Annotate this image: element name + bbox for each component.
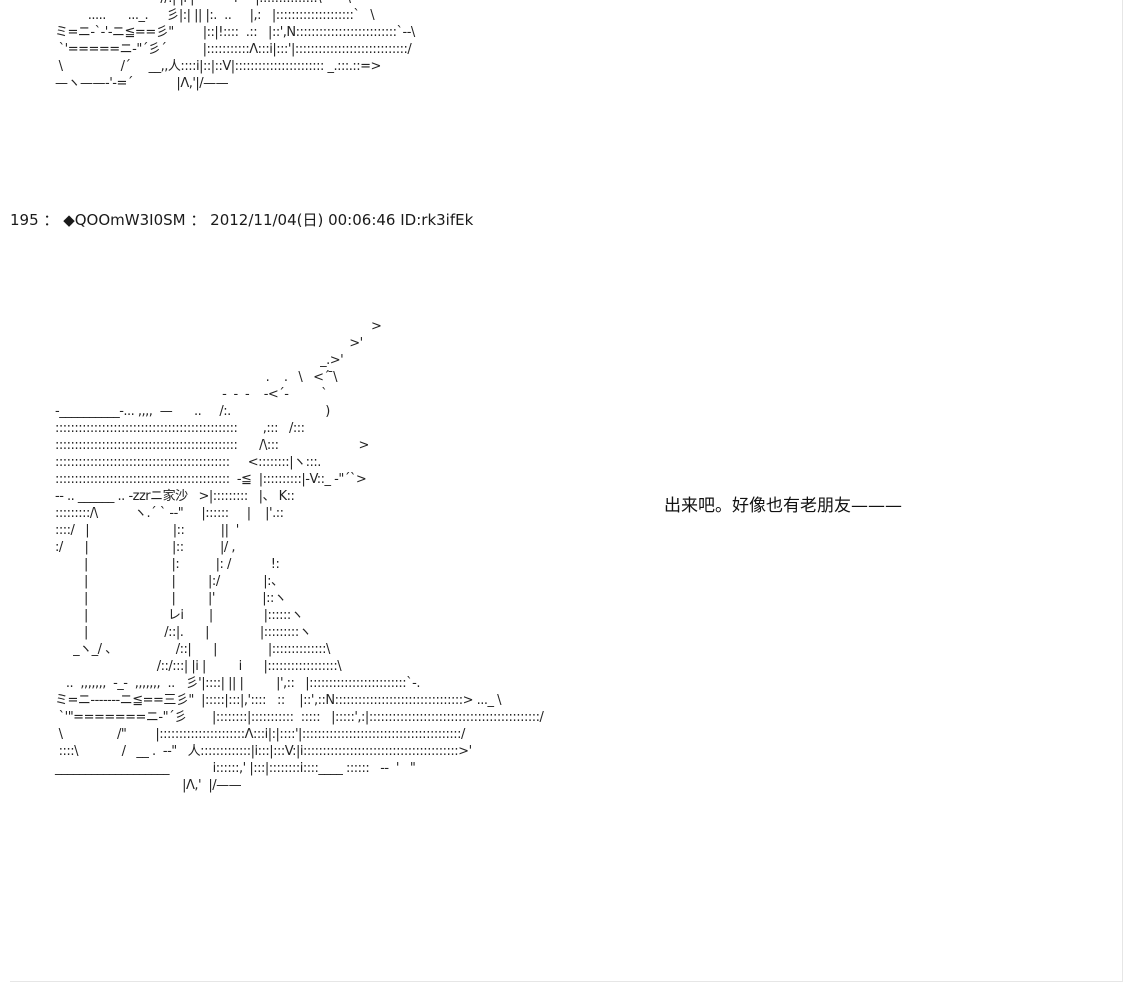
post-header: 195 ： ◆QOOmW3I0SM ： 2012/11/04(日) 00:06:… xyxy=(10,210,473,230)
ascii-art-line: :/ | |:: |/ , xyxy=(55,540,235,555)
ascii-art-line: -- .. ______ .. -zzrニ家沙 >|::::::::: |、 K… xyxy=(55,489,295,504)
ascii-art-line: >' xyxy=(55,336,363,351)
ascii-art-line: `'=====ニ-"´彡´ |:::::::::::Λ:::i|:::'|:::… xyxy=(55,42,412,57)
ascii-art-line: ::::::::::::::::::::::::::::::::::::::::… xyxy=(55,438,369,453)
ascii-art-line: | /::|. | |:::::::::ヽ xyxy=(55,625,312,640)
poster-name: ◆QOOmW3I0SM xyxy=(63,211,186,229)
ascii-art-line: //:| |i | i |:::::::::::::::\ \ xyxy=(55,0,351,6)
ascii-art-top: //:| |i | i |:::::::::::::::\ \ ..... ..… xyxy=(55,0,415,92)
ascii-art-line: .. ,,,,,,, -_- ,,,,,,, .. 彡'|::::| || | … xyxy=(55,676,421,691)
ascii-art-line: ..... ..._. 彡|:| || |:. .. |,: |::::::::… xyxy=(55,8,375,23)
ascii-art-line: | レi | |::::::ヽ xyxy=(55,608,304,623)
post-date: 2012/11/04(日) 00:06:46 xyxy=(210,211,396,229)
post-id: ID:rk3ifEk xyxy=(400,211,474,229)
ascii-art-line: > xyxy=(55,319,382,334)
ascii-art-line: ::::::::::::::::::::::::::::::::::::::::… xyxy=(55,455,321,470)
ascii-art-line: :::::::::/\ ヽ.´ ` -‐" |:::::: | |'.:: xyxy=(55,506,284,521)
post-separator-2: ： xyxy=(190,211,206,229)
ascii-art-line: ::::\ / __ . --" 人:::::::::::::|i:::|:::… xyxy=(55,744,473,759)
ascii-art-main: > >' _.>' xyxy=(55,318,544,794)
ascii-art-line: - - - -<´- ` xyxy=(55,387,328,402)
ascii-art-line: \ /" |::::::::::::::::::::::Λ:::i|:|::::… xyxy=(55,727,466,742)
ascii-art-line: ::::::::::::::::::::::::::::::::::::::::… xyxy=(55,421,305,436)
ascii-art-line: | |: |: / !: xyxy=(55,557,280,572)
ascii-art-line: ミ=ニ-`-'-ニ≦==彡" |::|!:::: .:: |::',N:::::… xyxy=(55,25,415,40)
ascii-art-line: |Λ,' |/—— xyxy=(55,778,242,793)
ascii-art-line: | | |' |::ヽ xyxy=(55,591,287,606)
ascii-art-line: ::::/ | |:: || ' xyxy=(55,523,239,538)
ascii-art-line: ___________________ i::::::,' |:::|:::::… xyxy=(55,761,416,776)
ascii-art-line: . . \ <´ ̄\ xyxy=(55,370,338,385)
dialogue-text: 出来吧。好像也有老朋友——— xyxy=(664,496,902,516)
ascii-art-line: ミ=ニ-------ニ≦==三彡" |:::::|:::|,':::: :: |… xyxy=(55,693,502,708)
ascii-art-line: \ /´ __,,人::::i|::|::V|:::::::::::::::::… xyxy=(55,59,382,74)
ascii-art-line: `'"=======ニ-"´彡 |::::::::|::::::::::: ::… xyxy=(55,710,544,725)
ascii-art-line: _.>' xyxy=(55,353,344,368)
post-number: 195 xyxy=(10,211,39,229)
ascii-art-line: -__________-... ,,,, — .. /:. ) xyxy=(55,404,330,419)
post-separator: ： xyxy=(43,211,59,229)
ascii-art-line: —ヽ——-'-=´ |Λ,'|/—— xyxy=(55,76,229,91)
ascii-art-line: | | |:/ |:、 xyxy=(55,574,284,589)
ascii-art-line: /::/:::| |i | i |::::::::::::::::::\ xyxy=(55,659,342,674)
ascii-art-line: _ヽ_/ 、 /::| | |::::::::::::::\ xyxy=(55,642,330,657)
ascii-art-line: ::::::::::::::::::::::::::::::::::::::::… xyxy=(55,472,367,487)
